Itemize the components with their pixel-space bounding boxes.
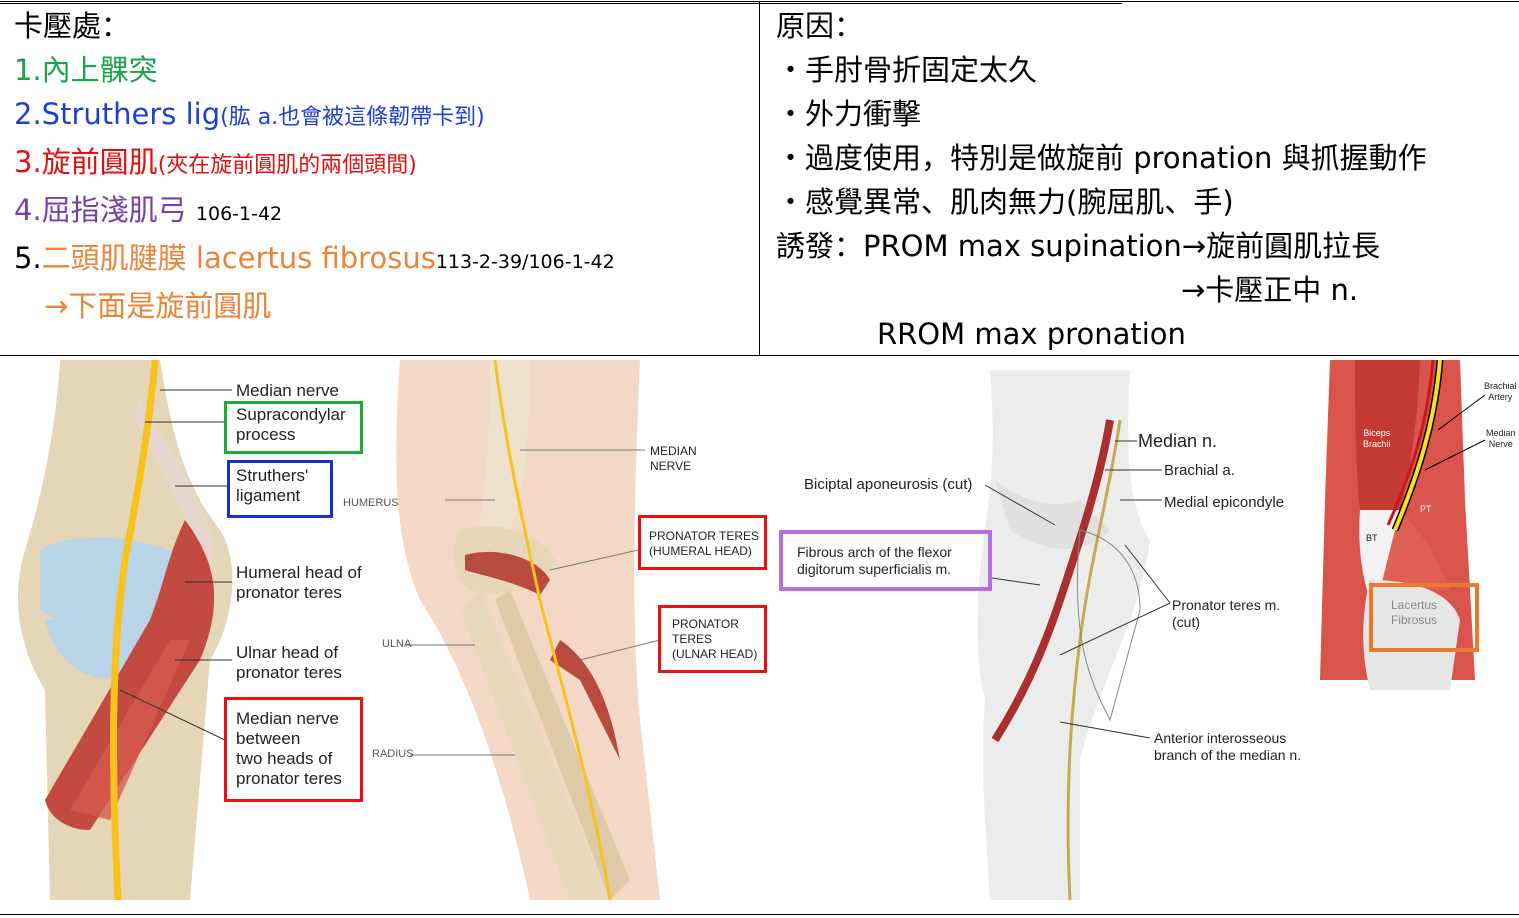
site-4-fds-arch: 4.屈指淺肌弓 106-1-42 [14,193,283,227]
fig2-pt-humeral-box [638,515,767,570]
site-3-pronator-teres: 3.旋前圓肌(夾在旋前圓肌的兩個頭間) [14,145,417,179]
fig1-ulnar-head-label: Ulnar head of pronator teres [236,643,342,682]
trigger-line: 誘發：PROM max supination→旋前圓肌拉長 [776,229,1381,263]
compression-sites-heading: 卡壓處： [14,9,131,43]
fig2-median-nerve-label: MEDIAN NERVE [650,444,697,473]
fig3-bicipital-label: Biciptal aponeurosis (cut) [804,476,973,493]
elbow-anatomy-figure-2 [396,360,661,900]
fig2-pt-humeral-label: PRONATOR TERES (HUMERAL HEAD) [649,529,760,558]
elbow-anatomy-figure-3 [977,370,1171,901]
table-top-border [0,1,1519,2]
cause-item: ・外力衝擊 [776,97,922,131]
causes-cell: 原因： ・手肘骨折固定太久 ・外力衝擊 ・過度使用，特別是做旋前 pronati… [776,4,1427,356]
compression-sites-cell: 卡壓處： 1.內上髁突 2.Struthers lig(肱 a.也會被這條韌帶卡… [14,4,615,328]
fig2-pt-ulnar-label: PRONATOR TERES (ULNAR HEAD) [672,617,758,661]
fig3-fibrous-arch-label: Fibrous arch of the flexor digitorum sup… [797,544,952,577]
elbow-anatomy-figure-4 [1320,360,1486,690]
fig3-medial-epicondyle-label: Medial epicondyle [1164,494,1285,511]
trigger-line-2: →卡壓正中 n. [1181,273,1359,307]
site-2-struthers-ligament: 2.Struthers lig(肱 a.也會被這條韌帶卡到) [14,97,485,131]
fig4-median-nerve-label: Median Nerve [1486,428,1516,449]
fig3-brachial-a-label: Brachial a. [1164,462,1235,479]
fig3-purple-box [779,530,992,591]
fig4-biceps-label: Biceps Brachii [1363,428,1391,449]
fig4-brachial-artery-label: Brachial Artery [1484,381,1517,402]
site-5-lacertus-fibrosus: 5.二頭肌腱膜 lacertus fibrosus113-2-39/106-1-… [14,241,615,275]
cause-item: ・感覺異常、肌肉無力(腕屈肌、手) [776,185,1234,219]
elbow-anatomy-figure-1 [0,360,380,900]
fig4-lacertus-label: Lacertus Fibrosus [1391,598,1438,627]
table-bottom-border [0,914,1519,915]
table-top-border-short [0,3,1122,4]
fig1-between-label: Median nerve between two heads of pronat… [236,709,342,788]
fig1-green-box [224,401,363,454]
cause-item: ・手肘骨折固定太久 [776,53,1038,87]
fig1-humeral-head-label: Humeral head of pronator teres [236,563,362,602]
fig3-anterior-interosseous-label: Anterior interosseous branch of the medi… [1154,730,1302,763]
fig2-radius-label: RADIUS [372,748,414,760]
fig4-orange-box [1369,583,1479,652]
site-1-medial-epicondyle: 1.內上髁突 [14,53,158,87]
fig4-bt-label: BT [1366,533,1378,543]
fig1-supracondylar-label: Supracondylar process [236,405,346,444]
site-5-note: →下面是旋前圓肌 [44,289,272,323]
trigger-line-3: RROM max pronation [877,317,1186,351]
causes-heading: 原因： [776,9,864,43]
fig1-struthers-label: Struthers' ligament [236,466,309,505]
fig4-pt-label: PT [1420,504,1432,514]
fig2-pt-ulnar-box [658,605,767,673]
table-column-divider [759,2,760,355]
fig3-pronator-cut-label: Pronator teres m. (cut) [1172,597,1281,630]
fig2-ulna-label: ULNA [382,638,412,650]
fig1-red-box [224,697,363,802]
fig2-humerus-label: HUMERUS [343,497,399,509]
fig1-median-nerve-label: Median nerve [236,381,340,400]
fig1-blue-box [227,460,333,518]
cause-item: ・過度使用，特別是做旋前 pronation 與抓握動作 [776,141,1427,175]
fig3-median-n-label: Median n. [1138,431,1218,451]
table-row-divider [0,355,1519,356]
